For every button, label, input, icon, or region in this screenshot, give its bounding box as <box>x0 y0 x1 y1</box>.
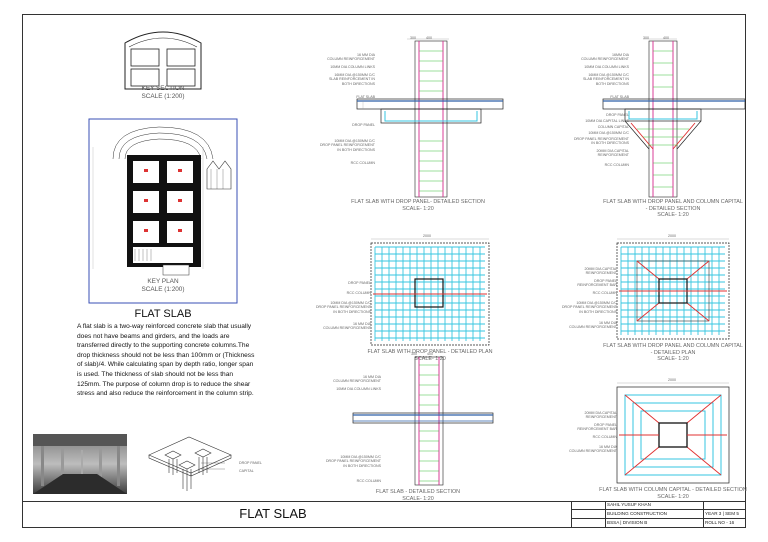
key-plan-title: KEY PLAN <box>147 278 179 285</box>
d5-label-column-links: 10MM DIA COLUMN LINKS <box>336 387 381 391</box>
d3-label-rcc-column: RCC COLUMN <box>346 291 371 295</box>
column-capital-plan-drawing <box>616 382 730 484</box>
flat-slab-photo <box>33 434 127 494</box>
d6-caption: FLAT SLAB WITH COLUMN CAPITAL - DETAILED… <box>599 487 747 500</box>
title-block <box>23 501 745 528</box>
description-heading: FLAT SLAB <box>134 308 192 320</box>
d1-label-drop-panel: DROP PANEL <box>352 123 375 127</box>
drop-panel-capital-section-drawing <box>602 38 746 198</box>
tb-student-name: SAHIL YUSUF KHAN <box>607 502 651 507</box>
tb-year: YEAR 3 | SEM 5 <box>705 511 739 516</box>
d1-label-rcc-column: RCC COLUMN <box>350 161 375 165</box>
d4-label-capital-reinforcement: 20MM DIA CAPITAL REINFORCEMENT <box>584 267 618 276</box>
drawing-sheet: KEY SECTION SCALE (1:200) KEY PLAN SCALE <box>22 14 747 528</box>
d4-label-column-reinforcement: 16 MM DIA COLUMN REINFORCEMENT <box>569 321 617 330</box>
d1-label-drop-panel-reinforcement: 10MM DIA @150MM C/C DROP PANEL REINFORCE… <box>319 139 375 152</box>
iso-label-drop-panel: DROP PANEL <box>239 461 262 465</box>
tb-divider-3 <box>703 501 704 527</box>
tb-roll: ROLL NO - 16 <box>705 520 735 525</box>
d2-label-column-reinforcement: 16MM DIA COLUMN REINFORCEMENT <box>581 53 629 62</box>
d4-caption: FLAT SLAB WITH DROP PANEL AND COLUMN CAP… <box>603 343 743 362</box>
d6-label-rcc-column: RCC COLUMN <box>592 435 617 439</box>
drop-panel-plan-drawing <box>370 238 490 346</box>
isometric-flat-slab <box>148 436 232 491</box>
flat-slab-section-drawing <box>352 356 494 486</box>
d3-label-column-reinforcement: 16 MM DIA COLUMN REINFORCEMENT <box>323 322 371 331</box>
d3-caption: FLAT SLAB WITH DROP PANEL - DETAILED PLA… <box>367 349 493 362</box>
drop-panel-section-drawing <box>356 38 504 198</box>
d2-dim-300: 300 <box>643 36 649 40</box>
d2-caption: FLAT SLAB WITH DROP PANEL AND COLUMN CAP… <box>603 199 743 218</box>
d1-label-flat-slab: FLAT SLAB <box>356 95 375 99</box>
d3-dim-2000: 2000 <box>423 234 431 238</box>
d6-label-drop-bar: DROP PANEL REINFORCEMENT BAR <box>577 423 617 432</box>
d4-dim-2000: 2000 <box>668 234 676 238</box>
tb-row-1 <box>571 509 745 510</box>
d2-label-column-capital: COLUMN CAPITAL <box>597 125 629 129</box>
d5-label-drop-reinforcement: 10MM DIA @150MM C/C DROP PANEL REINFORCE… <box>325 455 381 468</box>
d1-label-column-reinforcement: 16 MM DIA COLUMN REINFORCEMENT <box>327 53 375 62</box>
tb-divider-2 <box>605 501 606 527</box>
d2-label-slab-reinforcement: 16MM DIA @150MM C/C SLAB REINFORCEMENT I… <box>582 73 629 86</box>
tb-divider-1 <box>571 501 572 527</box>
d3-label-drop-panel: DROP PANEL <box>348 281 371 285</box>
sheet-title: FLAT SLAB <box>239 506 307 521</box>
key-plan-drawing <box>88 118 238 304</box>
tb-subject: BUILDING CONSTRUCTION <box>607 511 667 516</box>
iso-label-capital: CAPITAL <box>239 469 254 473</box>
d6-dim-2000: 2000 <box>668 378 676 382</box>
d4-label-drop-reinforcement: 10MM DIA @150MM C/C DROP PANEL REINFORCE… <box>561 301 617 314</box>
d3-label-drop-reinforcement: 10MM DIA @150MM C/C DROP PANEL REINFORCE… <box>315 301 371 314</box>
d5-dim-300: 300 <box>411 352 417 356</box>
d2-label-flat-slab: FLAT SLAB <box>610 95 629 99</box>
d5-label-rcc-column: RCC COLUMN <box>356 479 381 483</box>
d2-label-drop-panel: DROP PANEL <box>606 113 629 117</box>
d2-label-capital-links: 10MM DIA CAPITAL LINKS <box>585 119 629 123</box>
d2-label-drop-reinforcement: DROP PANEL REINFORCEMENT IN BOTH DIRECTI… <box>573 137 629 146</box>
d1-caption: FLAT SLAB WITH DROP PANEL- DETAILED SECT… <box>351 199 485 212</box>
d6-label-column-reinforcement: 16 MM DIA COLUMN REINFORCEMENT <box>569 445 617 454</box>
d5-label-column-reinforcement: 16 MM DIA COLUMN REINFORCEMENT <box>333 375 381 384</box>
d5-caption: FLAT SLAB - DETAILED SECTION SCALE- 1:20 <box>375 489 461 502</box>
tb-class: BSSA | DIVISION B <box>607 520 648 525</box>
d2-dim-400: 400 <box>663 36 669 40</box>
d1-label-column-links: 10MM DIA COLUMN LINKS <box>330 65 375 69</box>
description-body: A flat slab is a two-way reinforced conc… <box>77 323 255 398</box>
d4-label-rcc-column: RCC COLUMN <box>592 291 617 295</box>
d1-dim-400: 400 <box>426 36 432 40</box>
tb-row-2 <box>571 518 745 519</box>
key-section-drawing <box>124 31 202 90</box>
d1-dim-300: 300 <box>410 36 416 40</box>
d1-label-slab-reinforcement: 16MM DIA @150MM C/C SLAB REINFORCEMENT I… <box>328 73 375 86</box>
d2-label-rcc-column: RCC COLUMN <box>604 163 629 167</box>
key-section-scale: SCALE (1:200) <box>141 93 185 100</box>
drop-panel-capital-plan-drawing <box>616 238 730 340</box>
key-section-title: KEY SECTION <box>141 85 185 92</box>
key-plan-scale: SCALE (1:200) <box>141 286 185 293</box>
d5-dim-400: 400 <box>427 352 433 356</box>
d2-label-capital-reinforcement: 20MM DIA CAPITAL REINFORCEMENT <box>596 149 630 158</box>
d4-label-drop-bar: DROP PANEL REINFORCEMENT BAR <box>577 279 617 288</box>
d6-label-capital-reinforcement: 20MM DIA CAPITAL REINFORCEMENT <box>584 411 618 420</box>
d2-label-column-links: 10MM DIA COLUMN LINKS <box>584 65 629 69</box>
d2-label-drop-spacing: 10MM DIA @150MM C/C <box>588 131 629 135</box>
